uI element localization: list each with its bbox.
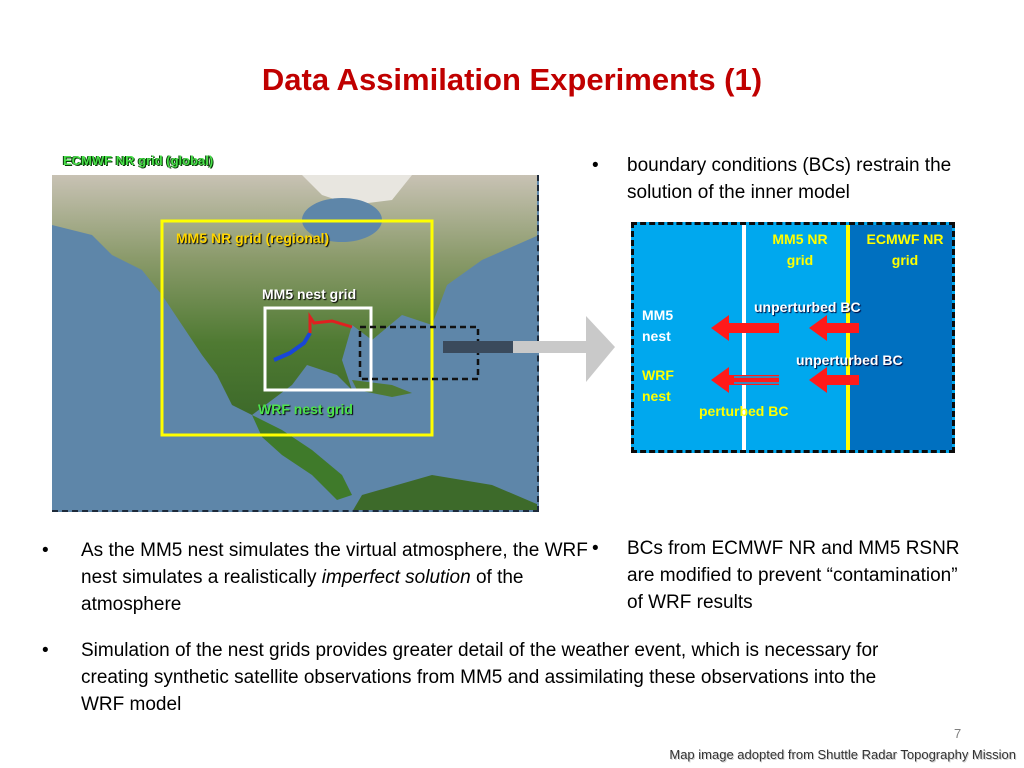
bullet-bc-modified: • BCs from ECMWF NR and MM5 RSNR are mod…	[592, 535, 972, 616]
bullet-text: boundary conditions (BCs) restrain the s…	[627, 155, 952, 203]
perturbed-bc-label: perturbed BC	[699, 403, 789, 419]
ecmwf-region	[848, 225, 952, 450]
nest-boundary-line	[742, 225, 746, 450]
bullet-text: As the MM5 nest simulates the virtual at…	[42, 537, 602, 618]
bullet-marker: •	[42, 540, 49, 561]
bc-arrows	[711, 315, 859, 393]
bullet-imperfect-solution: • As the MM5 nest simulates the virtual …	[42, 537, 602, 618]
bullet-marker: •	[592, 155, 599, 176]
mm5-boundary-line	[846, 225, 850, 450]
bullet-text: BCs from ECMWF NR and MM5 RSNR are modif…	[627, 538, 960, 613]
mm5-nest-label: MM5 nest	[642, 307, 674, 344]
wrf-nest-label: WRF nest	[642, 367, 674, 404]
ecmwf-nr-grid-label: ECMWF NR grid	[866, 231, 944, 268]
bullet-text-emphasis: imperfect solution	[321, 567, 471, 588]
unperturbed-bc-label-2: unperturbed BC	[796, 352, 903, 368]
right-arrow-icon	[443, 316, 615, 382]
bullet-marker: •	[592, 538, 599, 559]
bullet-marker: •	[42, 640, 49, 661]
bullet-text-part1: As the MM5 nest simulates the virtual at…	[81, 540, 588, 588]
bullet-text-part2: of the atmosphere	[81, 567, 524, 615]
bullet-nest-detail: • Simulation of the nest grids provides …	[42, 637, 922, 718]
unperturbed-bc-label-1: unperturbed BC	[754, 299, 861, 315]
wrf-nest-label: WRF nest grid	[258, 401, 353, 417]
page-number: 7	[954, 726, 962, 741]
bullet-text: Simulation of the nest grids provides gr…	[81, 640, 879, 715]
ecmwf-global-label: ECMWF NR grid (global)	[63, 153, 214, 168]
slide-title: Data Assimilation Experiments (1)	[261, 62, 763, 97]
bc-diagram: MM5 NR grid ECMWF NR grid MM5 nest WRF n…	[631, 222, 955, 453]
image-credit: Map image adopted from Shuttle Radar Top…	[669, 747, 1016, 762]
mm5-regional-label: MM5 NR grid (regional)	[176, 230, 330, 246]
mm5-nr-grid-label: MM5 NR grid	[772, 231, 828, 268]
mm5-nest-label: MM5 nest grid	[262, 286, 357, 302]
bullet-bc-restrain: • boundary conditions (BCs) restrain the…	[592, 152, 992, 206]
